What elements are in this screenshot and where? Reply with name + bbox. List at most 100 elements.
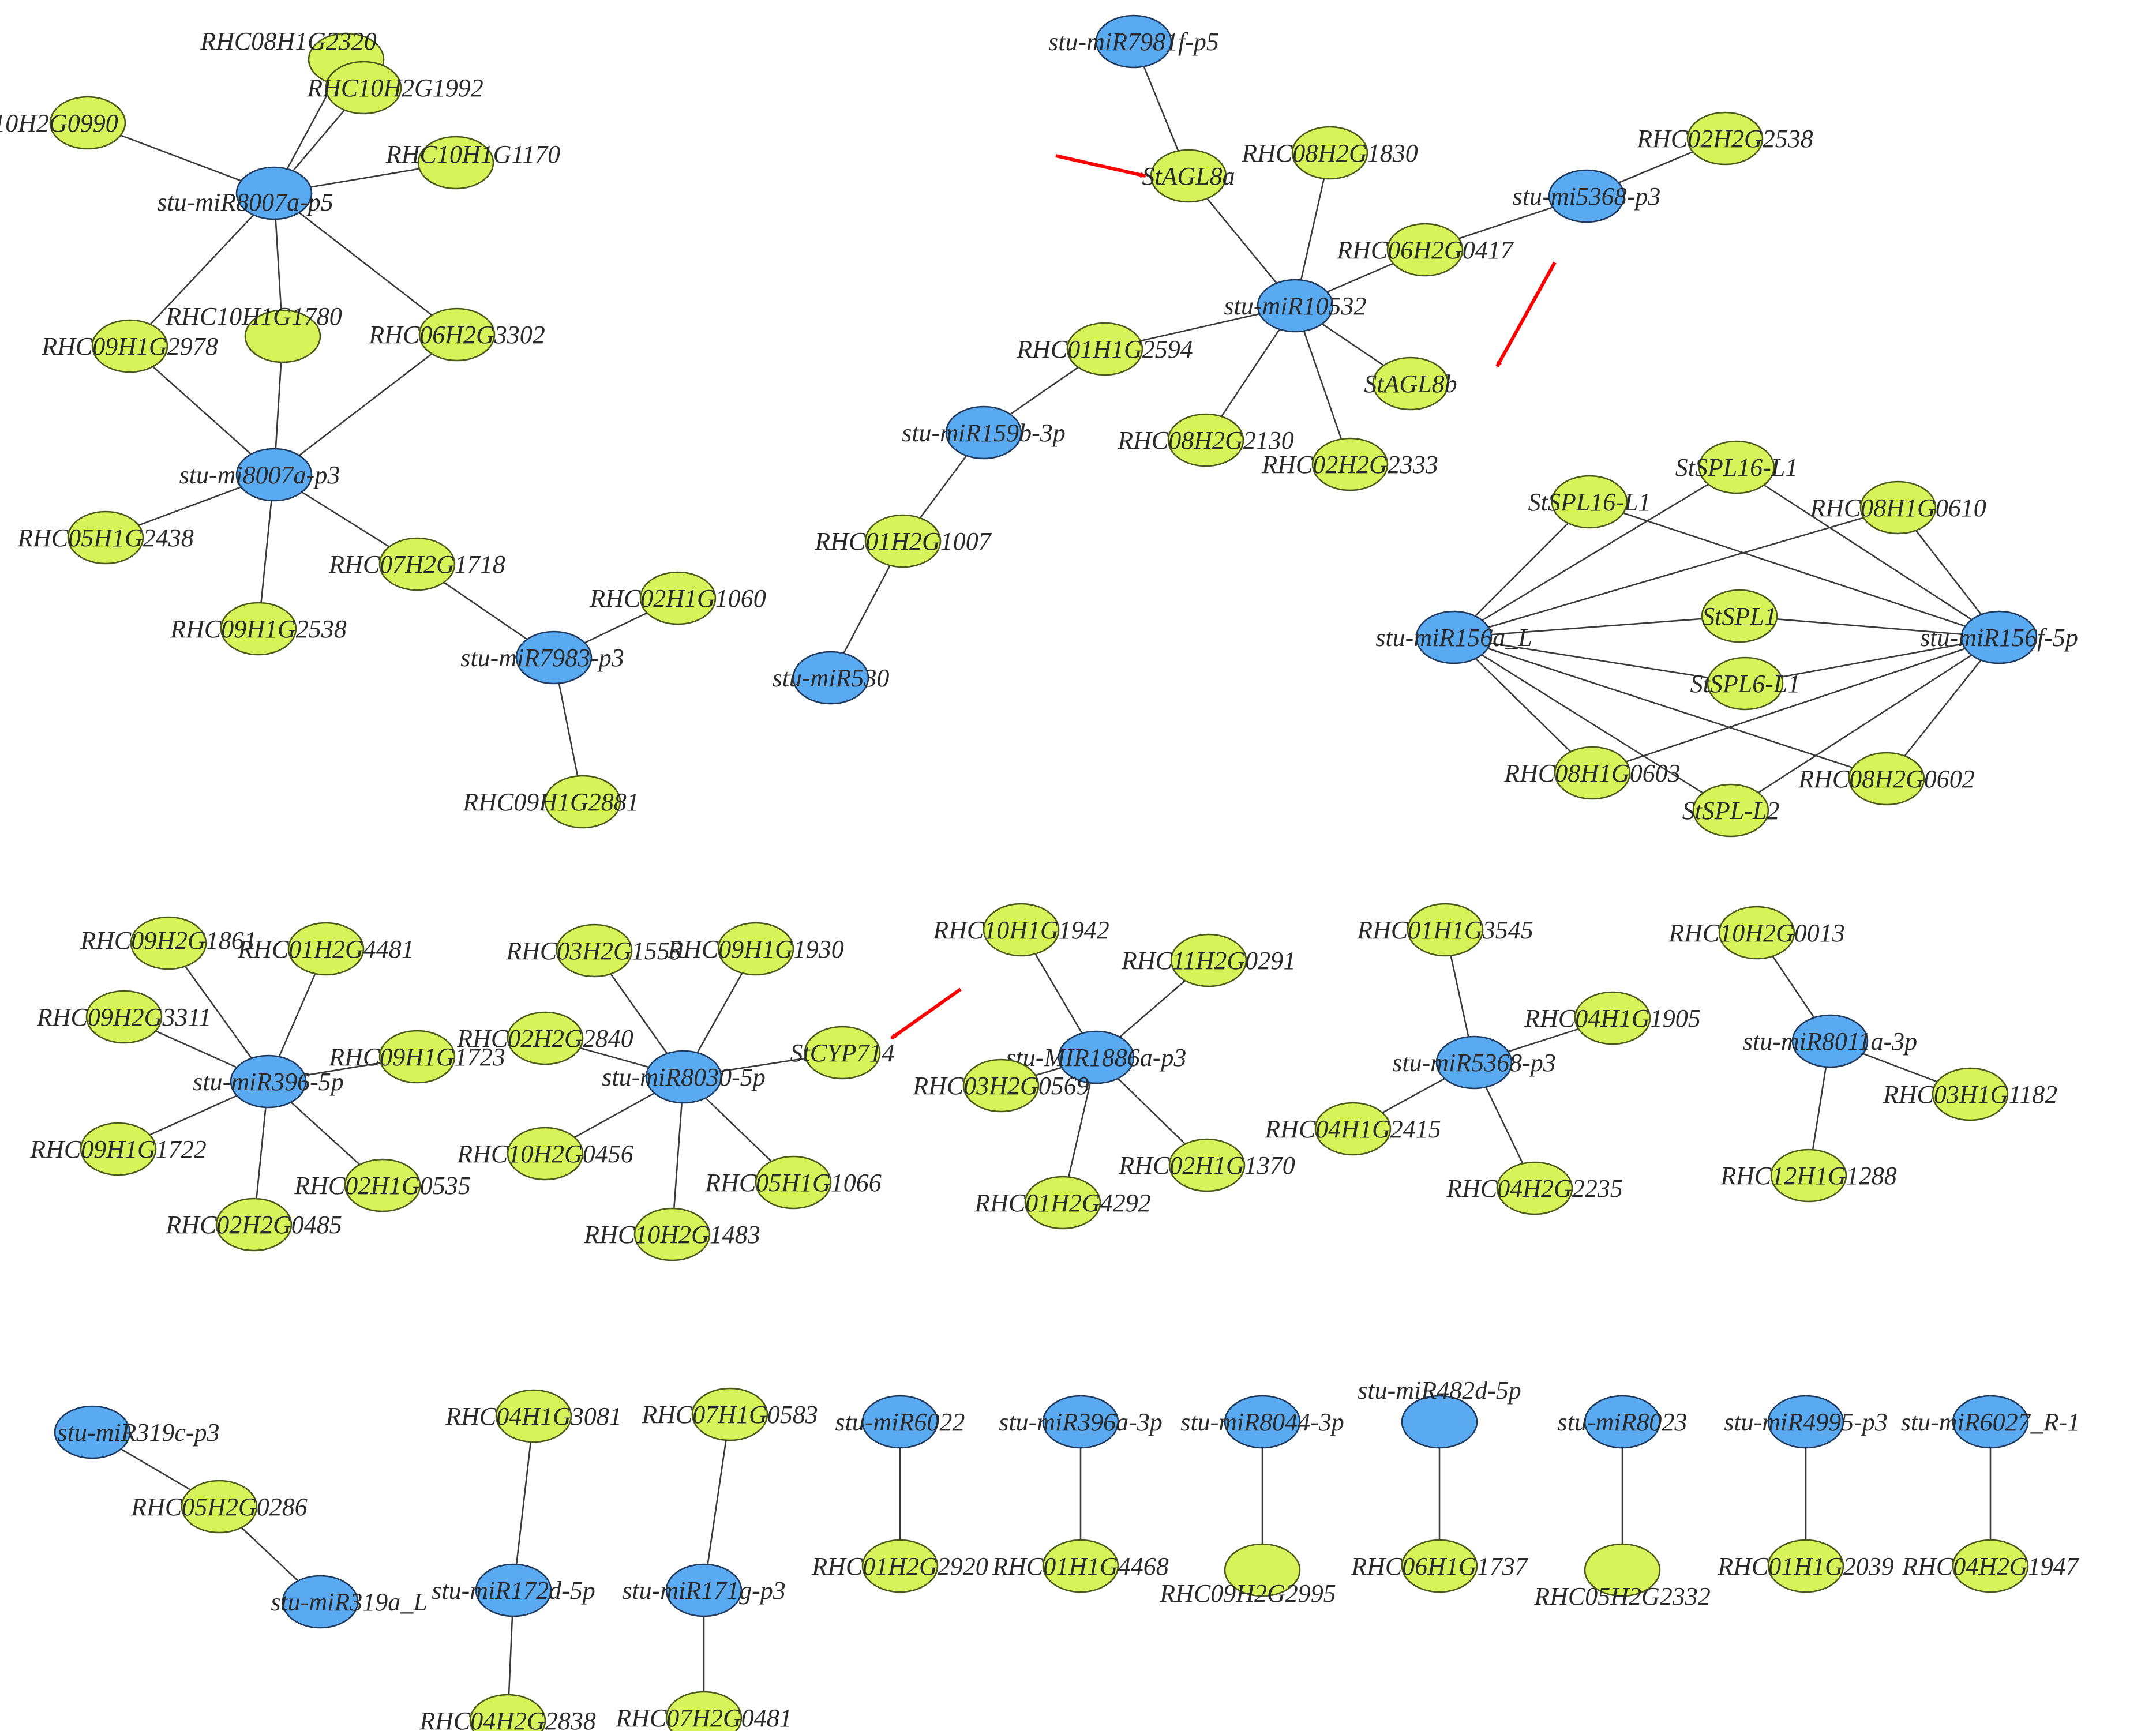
gene-node-stspl-l2[interactable]: StSPL-L2 [1682,783,1780,838]
gene-node-rhc03h1g1182[interactable]: RHC03H1G1182 [1883,1067,2057,1121]
mirna-node-stu-mir482d-5p[interactable]: stu-miR482d-5p [1358,1376,1521,1449]
gene-node-stspl6-l1[interactable]: StSPL6-L1 [1690,656,1801,711]
gene-node-rhc09h1g2978[interactable]: RHC09H1G2978 [41,319,218,373]
mirna-node-stu-mir159b-3p[interactable]: stu-miR159b-3p [902,405,1066,460]
node-label: StSPL-L2 [1682,797,1780,825]
gene-node-rhc09h2g3311[interactable]: RHC09H2G3311 [36,990,211,1044]
gene-node-rhc10h2g0990[interactable]: RHC10H2G0990 [0,96,126,150]
gene-node-rhc09h1g1722[interactable]: RHC09H1G1722 [29,1122,207,1176]
mirna-node-stu-mir8023[interactable]: stu-miR8023 [1558,1395,1688,1449]
gene-node-rhc10h2g0013[interactable]: RHC10H2G0013 [1668,906,1845,960]
gene-node-rhc09h1g2538[interactable]: RHC09H1G2538 [170,602,347,656]
gene-node-rhc01h1g4468[interactable]: RHC01H1G4468 [992,1539,1169,1593]
node-label: RHC04H2G2235 [1446,1174,1623,1203]
gene-node-rhc02h1g0535[interactable]: RHC02H1G0535 [294,1158,471,1212]
gene-node-rhc02h2g2840[interactable]: RHC02H2G2840 [456,1011,633,1065]
mirna-node-stu-mir6027-r-1[interactable]: stu-miR6027_R-1 [1901,1395,2080,1449]
gene-node-rhc12h1g1288[interactable]: RHC12H1G1288 [1720,1148,1897,1203]
gene-node-rhc04h1g1905[interactable]: RHC04H1G1905 [1524,991,1701,1045]
gene-node-rhc08h1g2320[interactable]: RHC08H1G2320 [200,27,385,87]
mirna-node-stu-mir10532[interactable]: stu-miR10532 [1224,279,1367,333]
gene-node-rhc08h1g0603[interactable]: RHC08H1G0603 [1503,746,1681,800]
gene-node-stspl1[interactable]: StSPL1 [1701,589,1778,643]
gene-node-shape [962,1058,1040,1113]
mirna-node-stu-mir1886a-p3[interactable]: stu-MIR1886a-p3 [1006,1030,1187,1084]
mirna-node-stu-mi8007a-p3[interactable]: stu-mi8007a-p3 [179,448,340,502]
gene-node-rhc05h1g1066[interactable]: RHC05H1G1066 [704,1155,882,1210]
mirna-node-stu-mir5368-p3[interactable]: stu-miR5368-p3 [1392,1035,1556,1090]
gene-node-stagl8b[interactable]: StAGL8b [1364,356,1457,411]
gene-node-shape [325,61,402,115]
gene-node-rhc02h2g2333[interactable]: RHC02H2G2333 [1261,437,1438,491]
gene-node-rhc04h1g2415[interactable]: RHC04H1G2415 [1264,1102,1441,1156]
mirna-node-stu-mir7981f-p5[interactable]: stu-miR7981f-p5 [1048,14,1219,69]
gene-node-stagl8a[interactable]: StAGL8a [1142,149,1235,203]
gene-node-rhc02h1g1370[interactable]: RHC02H1G1370 [1118,1138,1295,1192]
gene-node-rhc10h2g0456[interactable]: RHC10H2G0456 [456,1127,633,1181]
gene-node-rhc05h2g0286[interactable]: RHC05H2G0286 [130,1480,308,1534]
gene-node-rhc03h2g1559[interactable]: RHC03H2G1559 [505,923,683,978]
gene-node-rhc02h1g1060[interactable]: RHC02H1G1060 [589,571,766,625]
gene-node-rhc09h1g1930[interactable]: RHC09H1G1930 [667,922,844,976]
gene-node-rhc09h2g2995[interactable]: RHC09H2G2995 [1159,1543,1336,1608]
gene-node-rhc10h1g1780[interactable]: RHC10H1G1780 [165,302,342,363]
mirna-node-stu-mir319a-l[interactable]: stu-miR319a_L [271,1575,428,1629]
gene-node-rhc10h1g1170[interactable]: RHC10H1G1170 [385,136,560,190]
gene-node-rhc05h1g2438[interactable]: RHC05H1G2438 [17,510,194,565]
gene-node-rhc08h2g1830[interactable]: RHC08H2G1830 [1241,126,1418,180]
mirna-node-stu-mir8044-3p[interactable]: stu-miR8044-3p [1180,1395,1344,1449]
gene-node-rhc07h2g1718[interactable]: RHC07H2G1718 [328,537,505,591]
gene-node-rhc06h1g1737[interactable]: RHC06H1G1737 [1351,1539,1529,1593]
gene-node-rhc10h1g1942[interactable]: RHC10H1G1942 [932,903,1109,957]
mirna-node-stu-mir7983-p3[interactable]: stu-miR7983-p3 [460,630,624,685]
mirna-node-stu-mir156f-5p[interactable]: stu-miR156f-5p [1920,610,2078,664]
gene-node-rhc08h2g2130[interactable]: RHC08H2G2130 [1117,413,1294,467]
mirna-node-stu-mi5368-p3[interactable]: stu-mi5368-p3 [1513,169,1661,223]
gene-node-rhc01h2g2920[interactable]: RHC01H2G2920 [811,1539,988,1593]
gene-node-rhc09h1g2881[interactable]: RHC09H1G2881 [462,775,639,829]
gene-node-rhc10h2g1483[interactable]: RHC10H2G1483 [583,1207,760,1261]
mirna-node-stu-mir396a-3p[interactable]: stu-miR396a-3p [999,1395,1163,1449]
gene-node-rhc04h2g2235[interactable]: RHC04H2G2235 [1446,1161,1623,1215]
gene-node-rhc01h1g2594[interactable]: RHC01H1G2594 [1016,322,1193,376]
gene-node-rhc07h1g0583[interactable]: RHC07H1G0583 [641,1387,818,1441]
gene-node-rhc01h1g3545[interactable]: RHC01H1G3545 [1356,903,1533,957]
gene-node-rhc09h1g1723[interactable]: RHC09H1G1723 [328,1030,505,1084]
gene-node-rhc01h2g1007[interactable]: RHC01H2G1007 [814,514,992,568]
gene-node-stspl16-l1[interactable]: StSPL16-L1 [1528,475,1651,529]
interaction-edge [1736,466,2000,639]
gene-node-stcyp714[interactable]: StCYP714 [790,1026,895,1080]
edge-layer [87,41,2000,1721]
gene-node-rhc02h2g2538[interactable]: RHC02H2G2538 [1636,111,1813,166]
mirna-node-stu-mir4995-p3[interactable]: stu-miR4995-p3 [1724,1395,1888,1449]
gene-node-stspl16-l1[interactable]: StSPL16-L1 [1675,440,1798,494]
mirna-node-stu-mir156a-l[interactable]: stu-miR156a_L [1375,610,1532,664]
mirna-node-stu-mir530[interactable]: stu-miR530 [773,651,890,705]
gene-node-rhc07h2g0481[interactable]: RHC07H2G0481 [615,1691,792,1731]
mirna-node-stu-mir396-5p[interactable]: stu-miR396-5p [193,1054,344,1109]
mirna-node-stu-mir6022[interactable]: stu-miR6022 [835,1395,965,1449]
mirna-node-stu-mir8011a-3p[interactable]: stu-miR8011a-3p [1743,1014,1917,1068]
gene-node-rhc02h2g0485[interactable]: RHC02H2G0485 [165,1197,342,1252]
gene-node-rhc06h2g0417[interactable]: RHC06H2G0417 [1336,223,1514,277]
gene-node-rhc04h2g1947[interactable]: RHC04H2G1947 [1902,1539,2080,1593]
mirna-node-stu-mir171g-p3[interactable]: stu-miR171g-p3 [622,1563,786,1617]
gene-node-rhc05h2g2332[interactable]: RHC05H2G2332 [1533,1543,1711,1610]
gene-node-rhc04h2g2838[interactable]: RHC04H2G2838 [419,1694,596,1731]
gene-node-rhc11h2g0291[interactable]: RHC11H2G0291 [1121,933,1296,987]
mirna-node-stu-mir172d-5p[interactable]: stu-miR172d-5p [432,1563,595,1617]
gene-node-rhc04h1g3081[interactable]: RHC04H1G3081 [445,1389,622,1443]
gene-node-rhc06h2g3302[interactable]: RHC06H2G3302 [368,307,545,362]
mirna-node-stu-mir8007a-p5[interactable]: stu-miR8007a-p5 [157,166,333,220]
gene-node-rhc10h2g1992[interactable]: RHC10H2G1992 [306,61,483,115]
gene-node-rhc09h2g1861[interactable]: RHC09H2G1861 [80,916,257,970]
mirna-node-stu-mir8030-5p[interactable]: stu-miR8030-5p [602,1050,766,1104]
mirna-node-stu-mir319c-p3[interactable]: stu-miR319c-p3 [54,1405,220,1459]
gene-node-rhc01h2g4481[interactable]: RHC01H2G4481 [237,922,414,976]
gene-node-rhc08h1g0610[interactable]: RHC08H1G0610 [1809,480,1986,535]
gene-node-shape [469,1694,546,1731]
gene-node-rhc01h1g2039[interactable]: RHC01H1G2039 [1717,1539,1894,1593]
gene-node-rhc08h2g0602[interactable]: RHC08H2G0602 [1798,752,1975,806]
gene-node-rhc03h2g0569[interactable]: RHC03H2G0569 [912,1058,1089,1113]
gene-node-rhc01h2g4292[interactable]: RHC01H2G4292 [974,1176,1151,1230]
